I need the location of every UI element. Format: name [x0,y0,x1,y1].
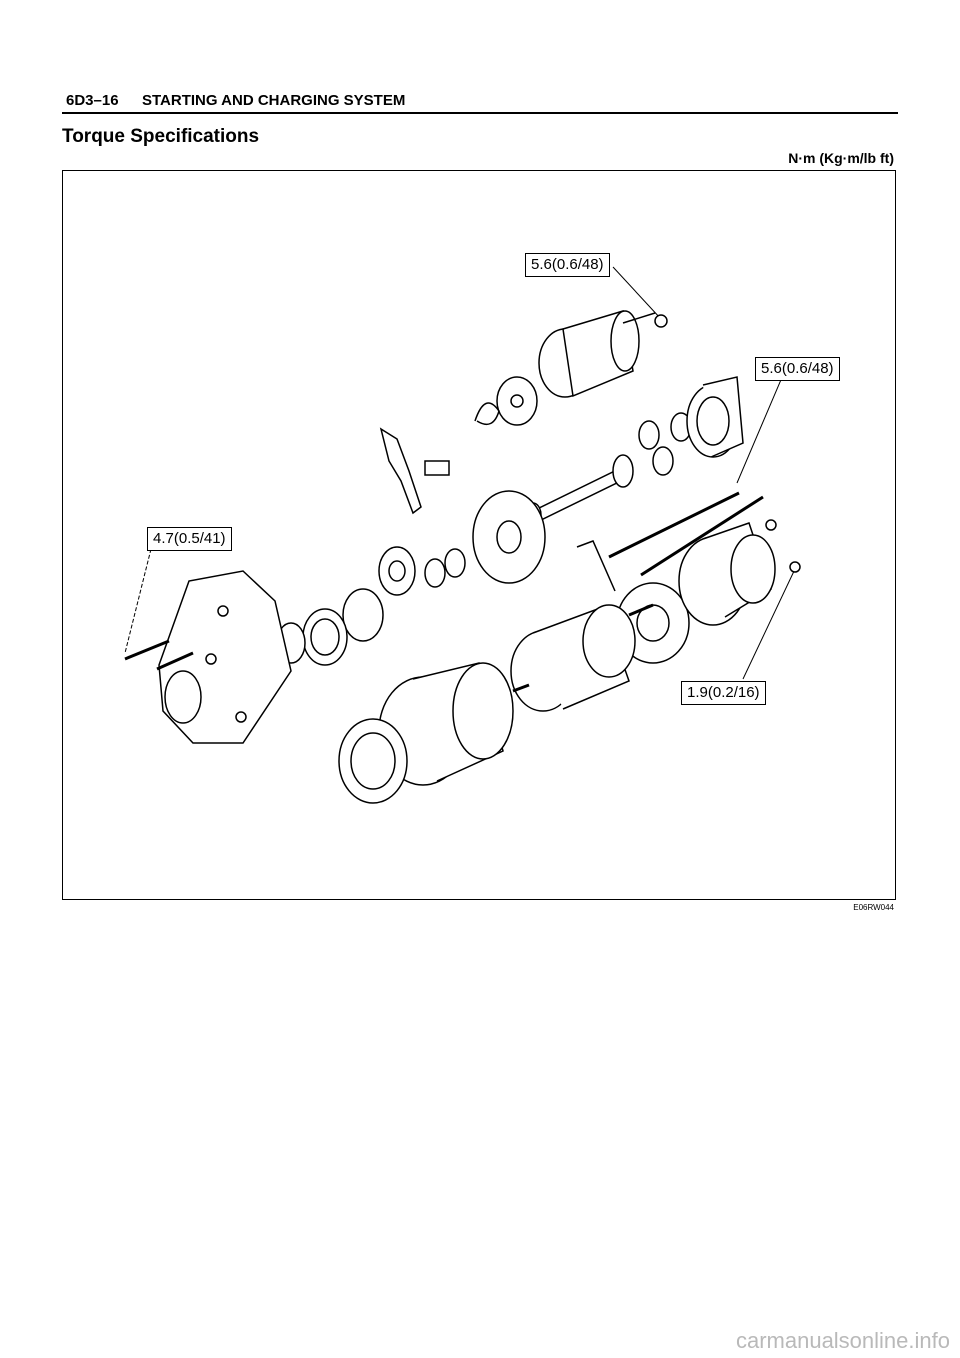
leader-line [124,548,152,654]
plunger-and-spring [474,376,538,426]
leader-line [736,374,784,484]
section-title: STARTING AND CHARGING SYSTEM [142,92,406,109]
units-label: N·m (Kg·m/lb ft) [788,150,894,166]
planetary-gear-set [638,376,744,476]
page-title: Torque Specifications [62,126,260,147]
leader-line [612,266,662,320]
screw [765,519,777,531]
torque-callout-housing-bolt: 4.7(0.5/41) [147,527,232,551]
watermark: carmanualsonline.info [735,1328,950,1353]
screw [789,561,801,573]
torque-callout-solenoid-nut: 5.6(0.6/48) [525,253,610,277]
mounting-bolt [156,651,194,671]
leader-line [742,568,796,680]
through-bolt [640,495,764,577]
shift-lever [379,427,450,515]
solenoid [538,310,668,398]
yoke [338,662,514,804]
torque-callout-brush-screw: 1.9(0.2/16) [681,681,766,705]
page-number: 6D3–16 [66,92,119,109]
rear-cover [678,522,776,626]
center-bracket [424,490,546,588]
armature [510,603,654,712]
torque-callout-through-bolt: 5.6(0.6/48) [755,357,840,381]
through-bolt [608,491,740,559]
gear-housing [158,570,292,744]
exploded-view-figure: 5.6(0.6/48) 5.6(0.6/48) 4.7(0.5/41) 1.9(… [62,170,896,900]
starter-motor-drawing [124,266,801,804]
figure-code: E06RW044 [853,903,894,912]
pinion-clutch [276,546,416,666]
mounting-bolt [124,639,170,661]
page-header: 6D3–16 STARTING AND CHARGING SYSTEM [62,90,898,114]
